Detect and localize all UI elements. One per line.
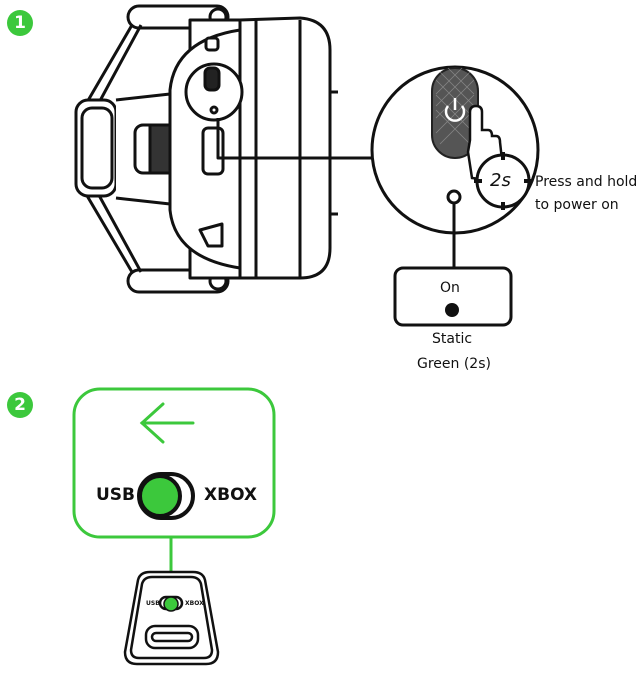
step-1-badge: 1 xyxy=(7,10,33,36)
led-description-line-1: Static xyxy=(432,331,473,347)
hold-duration: 2s xyxy=(490,170,511,191)
mode-switch-callout xyxy=(72,387,276,539)
mode-toggle xyxy=(137,472,195,520)
usb-dongle xyxy=(123,570,220,666)
power-zoom-circle-small xyxy=(184,62,244,122)
instruction-line-1: Press and hold xyxy=(535,174,636,190)
dongle-right-label: XBOX xyxy=(185,600,204,607)
toggle-left-label: USB xyxy=(96,485,136,505)
led-dot-icon xyxy=(445,303,459,317)
led-state-label: On xyxy=(440,280,460,296)
led-description-line-2: Green (2s) xyxy=(417,356,491,372)
led-state-box xyxy=(393,266,513,327)
dongle-switch-knob xyxy=(163,596,179,612)
mute-button xyxy=(204,36,220,52)
step-2-badge: 2 xyxy=(7,392,33,418)
dongle-left-label: USB xyxy=(146,600,160,607)
arrow-left-icon xyxy=(139,402,195,444)
instruction-line-2: to power on xyxy=(535,197,619,213)
led-indicator xyxy=(446,189,462,205)
toggle-right-label: XBOX xyxy=(204,485,258,505)
power-symbol-icon xyxy=(444,98,466,122)
